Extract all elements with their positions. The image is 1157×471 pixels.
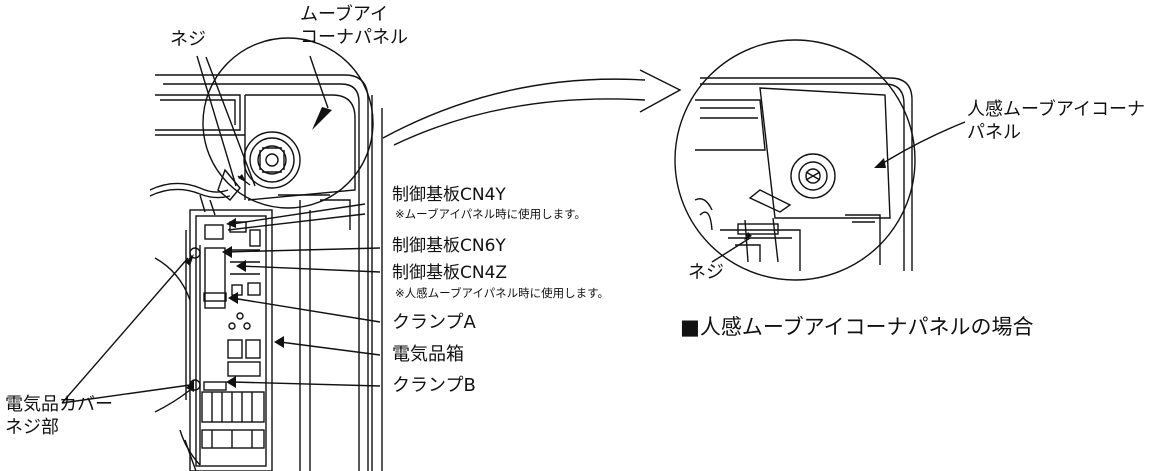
screw-label-top: ネジ (170, 29, 206, 50)
clamp-a-label: クランプA (392, 312, 476, 333)
cn4z-note: ※人感ムーブアイパネル時に使用します。 (395, 286, 609, 300)
panel-leader (309, 55, 329, 109)
cn6y-label: 制御基板CN6Y (392, 236, 506, 256)
clamp-b-label: クランプB (392, 375, 476, 396)
cn4z-label: 制御基板CN4Z (392, 263, 508, 283)
arrowheads-left (185, 107, 332, 392)
cover-screw-upper (189, 247, 201, 259)
zoom-arc-lower (154, 389, 191, 413)
detail-view (674, 39, 916, 281)
cover-screw-label-1: 電気品カバー (5, 394, 113, 415)
zoom-arc-upper (154, 257, 191, 301)
move-eye-panel-label-1: ムーブアイ (300, 4, 389, 25)
screw-label-right: ネジ (688, 262, 724, 283)
electrical-box (179, 209, 273, 471)
cn4y-note: ※ムーブアイパネル時に使用します。 (395, 207, 586, 221)
section-heading: ■人感ムーブアイコーナパネルの場合 (680, 315, 1034, 339)
cover-screw-label-2: ネジ部 (5, 417, 59, 438)
human-panel-label-2: パネル (967, 122, 1021, 143)
move-eye-corner-panel (245, 94, 356, 201)
zoom-circle-left (202, 37, 374, 209)
leader-lines-left (61, 55, 381, 404)
cn4y-label: 制御基板CN4Y (392, 185, 506, 205)
human-panel-leader (879, 121, 966, 166)
screw-right-leader (711, 237, 751, 263)
move-eye-panel-label-2: コーナパネル (300, 27, 408, 48)
unit-frame (155, 74, 383, 471)
electrical-box-label: 電気品箱 (392, 344, 464, 365)
human-panel-label-1: 人感ムーブアイコーナ (967, 99, 1146, 120)
arrowheads-right (744, 158, 886, 240)
transition-arrow (382, 69, 682, 146)
sensor-fan (243, 131, 301, 189)
wires (149, 168, 251, 216)
